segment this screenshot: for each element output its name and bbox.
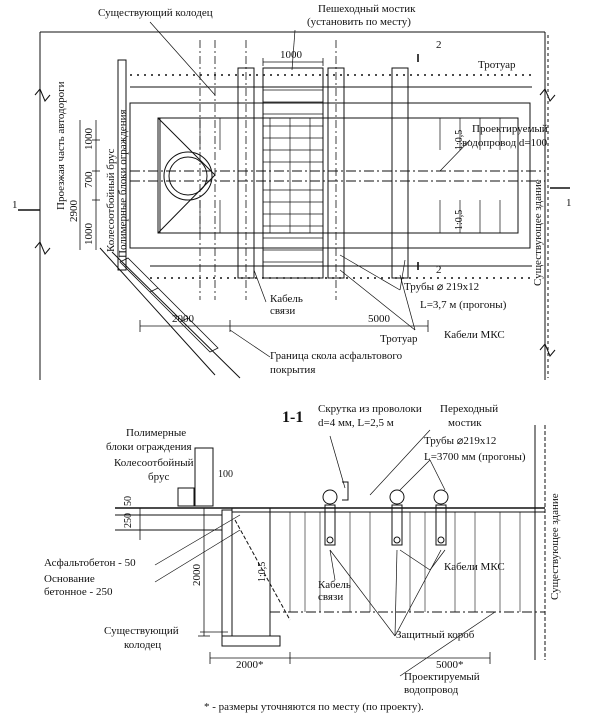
label-mks-cables-plan: Кабели МКС <box>444 329 505 341</box>
roadway-edge <box>117 59 127 271</box>
section-title: 1-1 <box>282 409 304 426</box>
dim-1000-a: 1000 <box>83 128 95 150</box>
label-roadway: Проезжая часть автодороги <box>55 81 67 210</box>
dim-1000-b: 1000 <box>83 223 95 245</box>
section-mark-1-right: 1 <box>566 197 572 209</box>
label-twist-1: Скрутка из проволоки <box>318 403 422 415</box>
label-slope-section: 1:0,5 <box>257 561 268 582</box>
dim-700: 700 <box>83 171 95 189</box>
label-comm-cable-section-2: связи <box>318 591 344 603</box>
protective-boxes <box>324 504 447 546</box>
existing-well-plan <box>157 117 216 234</box>
dim-100: 100 <box>218 469 233 480</box>
section-mark-2-top: 2 <box>436 39 442 51</box>
dim-2900: 2900 <box>68 200 80 222</box>
plan-frame <box>34 31 556 380</box>
label-sidewalk-bottom: Тротуар <box>380 333 418 345</box>
label-comm-cable-plan-1: Кабель <box>270 293 303 305</box>
label-existing-building-section: Существующее здание <box>549 493 561 600</box>
label-pipes-plan-1: Трубы ⌀ 219х12 <box>404 281 480 293</box>
footbridge-plan <box>262 67 324 279</box>
label-protective-box: Защитный короб <box>396 629 475 641</box>
sidewalk-top-line <box>130 74 532 88</box>
label-beam-section-1: Колесоотбойный <box>114 457 194 469</box>
section-mark-2-bottom: 2 <box>436 264 442 276</box>
section-ground <box>115 507 545 531</box>
label-planned-water-section-1: Проектируемый <box>404 671 480 683</box>
trench-outline <box>129 102 531 249</box>
plan-dimensions <box>79 58 429 332</box>
label-planned-water-1: Проектируемый <box>472 123 548 135</box>
sidewalk-bottom-line <box>150 265 532 279</box>
label-well-section-1: Существующий <box>104 625 179 637</box>
section-pipes <box>322 481 449 505</box>
label-planned-water-section-2: водопровод <box>404 684 459 696</box>
label-existing-building-plan: Существующее здание <box>532 179 544 286</box>
label-planned-water-2: водопровод d=100 <box>462 137 548 149</box>
label-twist-2: d=4 мм, L=2,5 м <box>318 417 394 429</box>
label-footbridge-2: (установить по месту) <box>307 16 411 28</box>
section-dimensions <box>139 507 491 664</box>
dim-2000-plan: 2000 <box>172 313 194 325</box>
label-pipes-section-1: Трубы ⌀219х12 <box>424 435 497 447</box>
label-wheel-guard-beam: Колесоотбойный брус <box>105 148 117 252</box>
axis-lines <box>199 40 337 300</box>
label-base-2: бетонное - 250 <box>44 586 113 598</box>
dim-250: 250 <box>123 513 134 528</box>
water-pipe-line <box>130 170 545 182</box>
label-polymer-section-2: блоки ограждения <box>106 441 192 453</box>
label-beam-section-2: брус <box>148 471 170 483</box>
section-trench <box>221 508 545 647</box>
footnote: * - размеры уточняются по месту (по прое… <box>204 701 424 713</box>
label-sidewalk-top: Тротуар <box>478 59 516 71</box>
label-mks-cables-section: Кабели МКС <box>444 561 505 573</box>
dim-5000-plan: 5000 <box>368 313 390 325</box>
asphalt-boundary <box>99 247 241 379</box>
label-pipes-plan-2: L=3,7 м (прогоны) <box>420 299 507 311</box>
label-polymer-blocks: Полимерные блоки ограждения <box>117 109 129 258</box>
label-slope-b: 1:0,5 <box>454 209 465 230</box>
label-base-1: Основание <box>44 573 95 585</box>
dim-2000-vertical: 2000 <box>191 564 203 586</box>
section-markers <box>18 54 570 270</box>
dim-5000-star: 5000* <box>436 659 464 671</box>
label-footbridge-1: Пешеходный мостик <box>318 3 416 15</box>
label-existing-well: Существующий колодец <box>98 7 213 19</box>
section-hatch <box>289 512 521 612</box>
dim-1000-top: 1000 <box>280 49 302 61</box>
label-comm-cable-plan-2: связи <box>270 305 296 317</box>
label-transition-2: мостик <box>448 417 482 429</box>
section-mark-1-left: 1 <box>12 199 18 211</box>
plan-leaders <box>149 21 471 358</box>
label-well-section-2: колодец <box>124 639 162 651</box>
dim-50: 50 <box>123 496 134 506</box>
label-transition-1: Переходный <box>440 403 499 415</box>
label-asphalt-boundary-1: Граница скола асфальтового <box>270 350 403 362</box>
section-leaders <box>154 429 496 677</box>
label-pipes-section-2: L=3700 мм (прогоны) <box>424 451 526 463</box>
label-asphalt-boundary-2: покрытия <box>270 364 316 376</box>
label-comm-cable-section-1: Кабель <box>318 579 351 591</box>
dim-2000-star: 2000* <box>236 659 264 671</box>
section-building <box>534 425 546 660</box>
label-polymer-section-1: Полимерные <box>126 427 187 439</box>
section-barrier <box>177 447 214 507</box>
label-asphalt-section: Асфальтобетон - 50 <box>44 557 136 569</box>
